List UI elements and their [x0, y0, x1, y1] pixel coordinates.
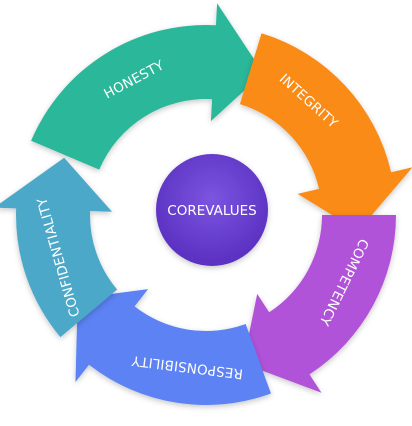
- arrow-segment-honesty: [31, 3, 264, 170]
- arrow-segment-responsibility: [75, 289, 271, 405]
- center-circle: [156, 154, 268, 266]
- arrow-segment-integrity: [239, 33, 412, 231]
- center-label: COREVALUES: [167, 203, 256, 219]
- center-hub: COREVALUES: [156, 154, 268, 266]
- arrow-segment-confidentiality: [0, 157, 118, 338]
- arrow-segment-competency: [243, 215, 396, 393]
- arrow-segments: [0, 3, 412, 405]
